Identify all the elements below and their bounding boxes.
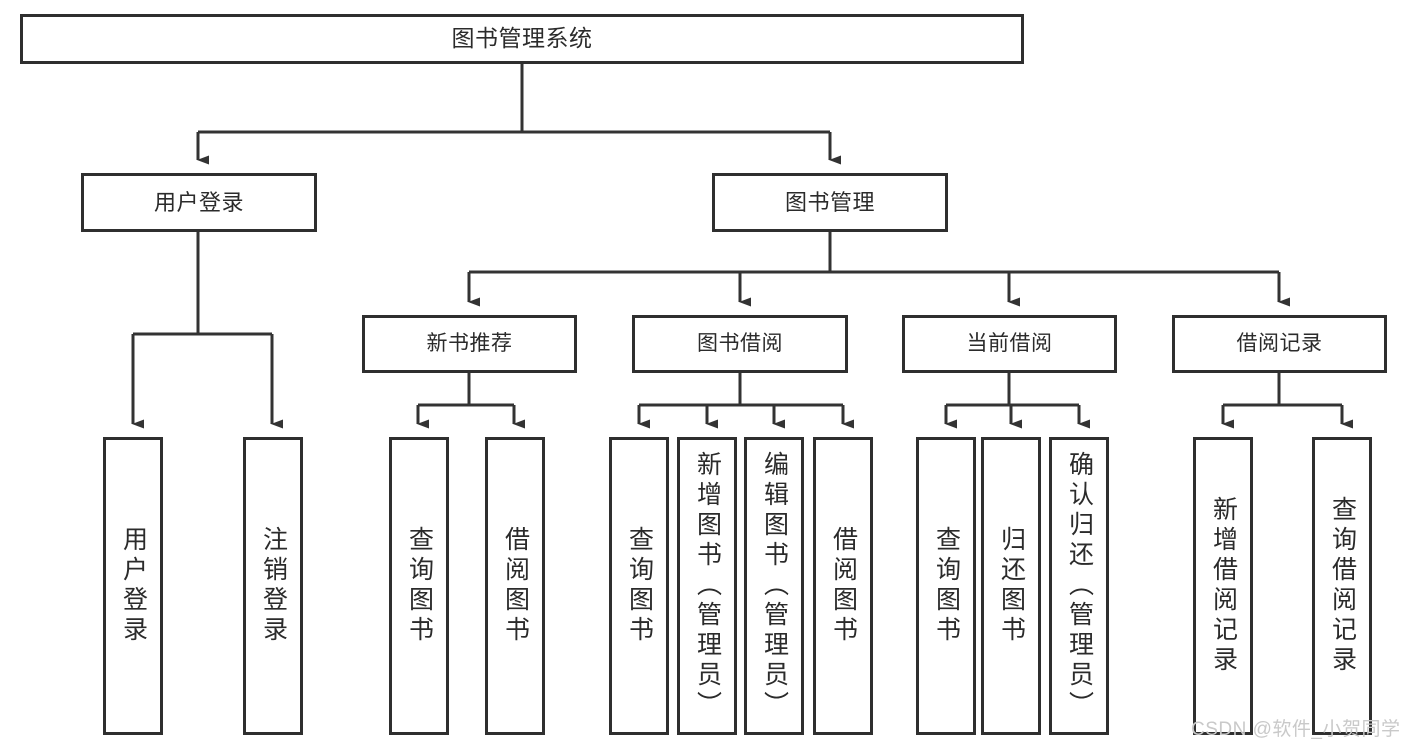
leaf-user-logout-label: 注销登录 xyxy=(259,526,288,646)
node-book-borrow[interactable]: 图书借阅 xyxy=(632,315,848,373)
csdn-watermark: CSDN @软件_小贺同学 xyxy=(1191,719,1401,740)
leaf-current-confirm-return[interactable]: 确认归还（管理员） xyxy=(1049,437,1109,735)
leaf-borrow-borrow-book[interactable]: 借阅图书 xyxy=(813,437,873,735)
node-root[interactable]: 图书管理系统 xyxy=(20,14,1024,64)
leaf-user-logout[interactable]: 注销登录 xyxy=(243,437,303,735)
leaf-new-books-query[interactable]: 查询图书 xyxy=(389,437,449,735)
leaf-new-books-borrow[interactable]: 借阅图书 xyxy=(485,437,545,735)
leaf-borrow-add-book[interactable]: 新增图书（管理员） xyxy=(677,437,737,735)
leaf-current-query-book[interactable]: 查询图书 xyxy=(916,437,976,735)
node-current-borrow[interactable]: 当前借阅 xyxy=(902,315,1117,373)
leaf-current-confirm-return-label: 确认归还（管理员） xyxy=(1065,451,1094,721)
node-user-login[interactable]: 用户登录 xyxy=(81,173,317,232)
leaf-current-query-book-label: 查询图书 xyxy=(932,526,961,646)
leaf-user-login-label: 用户登录 xyxy=(119,526,148,646)
node-borrow-records[interactable]: 借阅记录 xyxy=(1172,315,1387,373)
node-user-login-label: 用户登录 xyxy=(153,189,244,215)
leaf-borrow-add-book-label: 新增图书（管理员） xyxy=(693,451,722,721)
leaf-borrow-query-book[interactable]: 查询图书 xyxy=(609,437,669,735)
leaf-new-books-query-label: 查询图书 xyxy=(405,526,434,646)
node-new-book-recommend-label: 新书推荐 xyxy=(426,331,513,355)
node-root-label: 图书管理系统 xyxy=(451,25,593,52)
leaf-query-borrow-record-label: 查询借阅记录 xyxy=(1328,496,1357,676)
node-book-management-label: 图书管理 xyxy=(784,189,875,215)
leaf-borrow-edit-book[interactable]: 编辑图书（管理员） xyxy=(744,437,804,735)
leaf-user-login[interactable]: 用户登录 xyxy=(103,437,163,735)
leaf-add-borrow-record-label: 新增借阅记录 xyxy=(1209,496,1238,676)
node-book-management[interactable]: 图书管理 xyxy=(712,173,948,232)
node-current-borrow-label: 当前借阅 xyxy=(966,331,1053,355)
leaf-current-return-book[interactable]: 归还图书 xyxy=(981,437,1041,735)
leaf-borrow-borrow-book-label: 借阅图书 xyxy=(829,526,858,646)
node-book-borrow-label: 图书借阅 xyxy=(697,331,783,355)
leaf-borrow-edit-book-label: 编辑图书（管理员） xyxy=(760,451,789,721)
leaf-borrow-query-book-label: 查询图书 xyxy=(625,526,654,646)
node-new-book-recommend[interactable]: 新书推荐 xyxy=(362,315,577,373)
node-borrow-records-label: 借阅记录 xyxy=(1236,331,1323,355)
leaf-current-return-book-label: 归还图书 xyxy=(997,526,1026,646)
leaf-query-borrow-record[interactable]: 查询借阅记录 xyxy=(1312,437,1372,735)
leaf-add-borrow-record[interactable]: 新增借阅记录 xyxy=(1193,437,1253,735)
leaf-new-books-borrow-label: 借阅图书 xyxy=(501,526,530,646)
